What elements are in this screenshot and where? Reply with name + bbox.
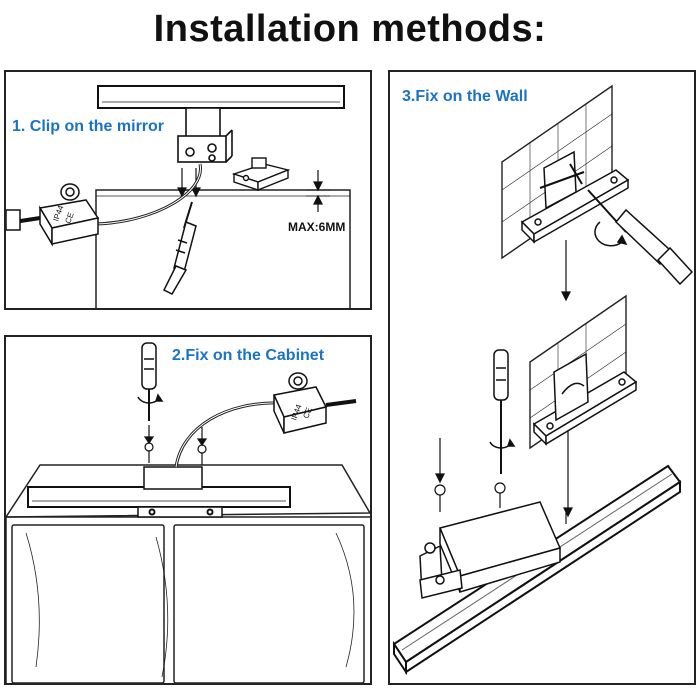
screw-icon — [434, 438, 506, 512]
clip-bracket-icon — [177, 107, 233, 163]
svg-text:CE: CE — [63, 211, 75, 225]
method-label-clip: 1. Clip on the mirror — [12, 118, 165, 135]
screwdriver-icon — [587, 189, 694, 286]
light-bar-icon — [97, 85, 345, 109]
screwdriver-icon — [489, 349, 516, 474]
wall-plate-icon — [532, 352, 638, 446]
panel-clip-on-mirror: 1. Clip on the mirror MAX:6MM — [4, 70, 372, 310]
cabinet-icon — [6, 464, 370, 683]
mirror-outline — [95, 189, 351, 308]
wall-plate-icon — [520, 150, 630, 244]
screwdriver-icon — [162, 201, 197, 295]
screwdriver-icon — [137, 342, 164, 421]
driver-box-icon: IP44 CE — [272, 372, 357, 434]
method-label-wall: 3.Fix on the Wall — [402, 88, 528, 105]
panel-fix-on-wall: 3.Fix on the Wall — [388, 70, 696, 685]
max-thickness-label: MAX:6MM — [288, 220, 346, 234]
driver-box-icon: IP44 CE — [6, 183, 100, 247]
light-bar-icon — [27, 466, 291, 518]
svg-text:CE: CE — [301, 406, 313, 420]
power-cable — [174, 401, 283, 468]
page-title: Installation methods: — [153, 8, 547, 50]
fastener-clip-icon — [231, 157, 291, 192]
panel-fix-on-cabinet: 2.Fix on the Cabinet — [4, 335, 372, 685]
screw-icon — [143, 425, 208, 465]
clip-bracket-icon — [419, 501, 562, 599]
method-label-cabinet: 2.Fix on the Cabinet — [172, 347, 325, 364]
